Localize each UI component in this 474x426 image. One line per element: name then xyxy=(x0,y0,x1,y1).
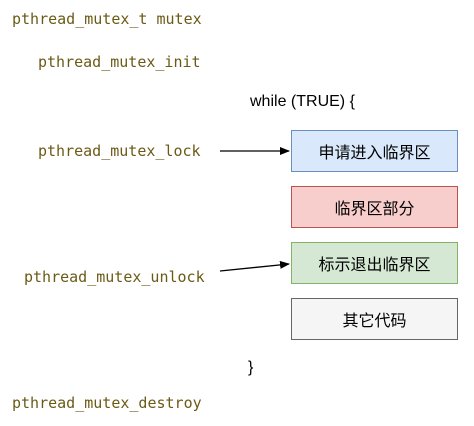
mutex-init-label: pthread_mutex_init xyxy=(38,53,201,71)
step-enter-critical-section-label: 申请进入临界区 xyxy=(318,143,431,162)
mutex-destroy-label: pthread_mutex_destroy xyxy=(12,394,202,412)
step-enter-critical-section: 申请进入临界区 xyxy=(291,130,458,172)
step-exit-critical-section-label: 标示退出临界区 xyxy=(318,255,431,274)
step-exit-critical-section: 标示退出临界区 xyxy=(291,242,458,284)
while-loop-open: while (TRUE) { xyxy=(250,93,355,110)
step-critical-section-label: 临界区部分 xyxy=(334,199,415,218)
step-other-code: 其它代码 xyxy=(291,298,458,340)
unlock-arrow xyxy=(219,260,290,272)
step-other-code-label: 其它代码 xyxy=(342,311,407,330)
step-critical-section: 临界区部分 xyxy=(291,186,458,228)
mutex-declaration-label: pthread_mutex_t mutex xyxy=(12,10,202,28)
while-loop-close: } xyxy=(248,359,254,376)
mutex-unlock-label: pthread_mutex_unlock xyxy=(24,268,205,286)
mutex-lock-label: pthread_mutex_lock xyxy=(38,142,201,160)
